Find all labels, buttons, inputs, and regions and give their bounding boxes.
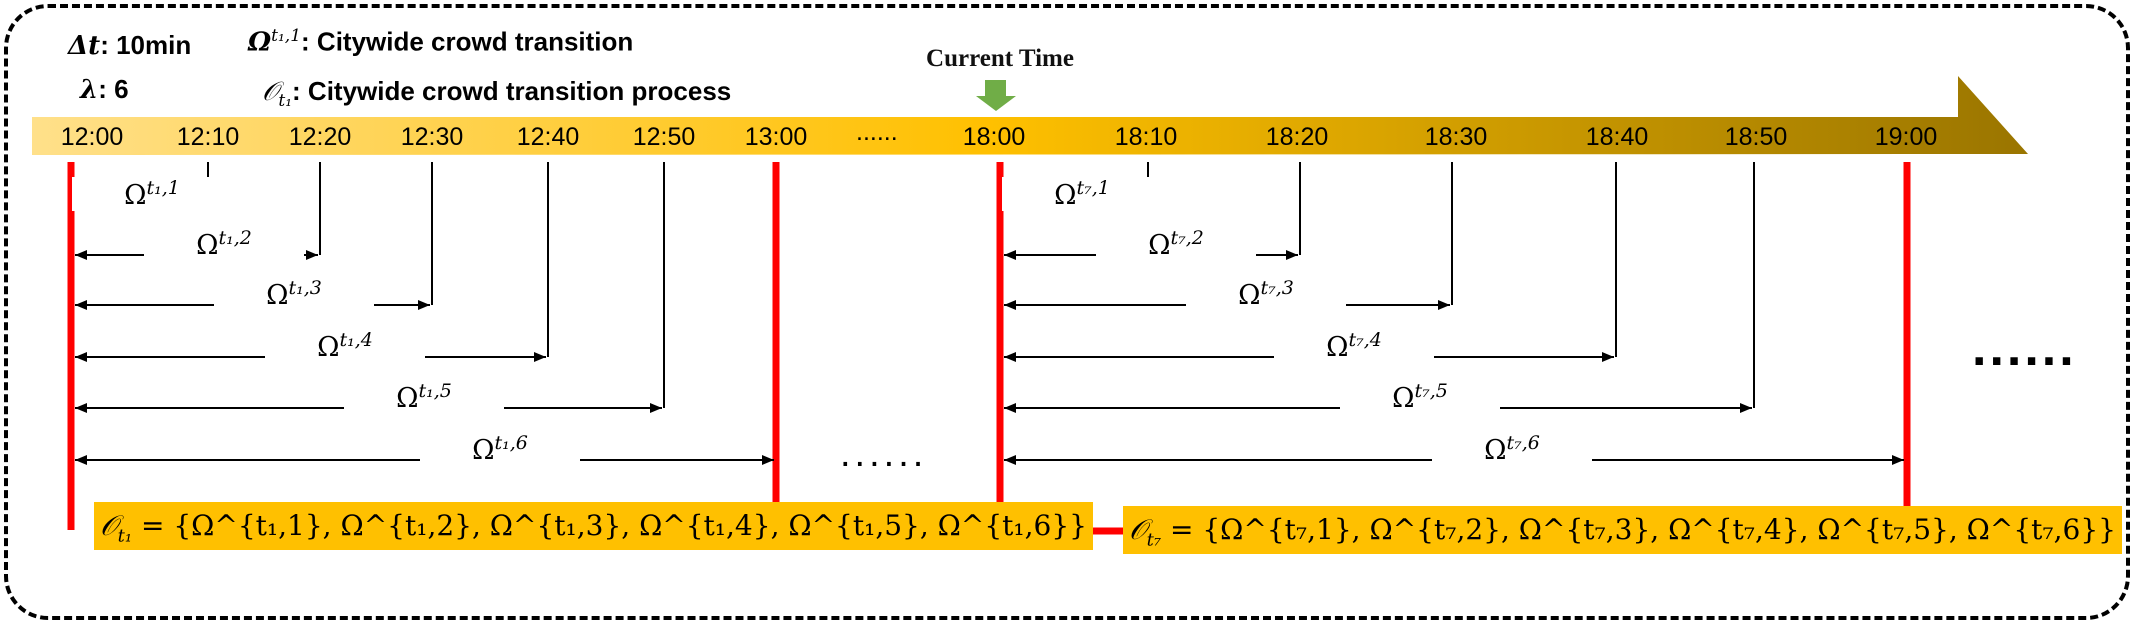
o-symbol: 𝒪 bbox=[262, 77, 279, 107]
omega-symbol: Ω bbox=[1238, 280, 1261, 311]
omega-superscript: t₇,3 bbox=[1260, 277, 1294, 299]
right-ellipsis: ...... bbox=[1972, 319, 2077, 377]
o-text: : Citywide crowd transition process bbox=[292, 76, 732, 106]
right_group-transition-label: Ωt₇,6 bbox=[1432, 432, 1592, 466]
omega-superscript: t₁,6 bbox=[494, 432, 528, 454]
tick-label: 12:30 bbox=[400, 123, 464, 151]
tick-label: 18:30 bbox=[1424, 123, 1488, 151]
left_group-transition-label: Ωt₁,1 bbox=[72, 177, 232, 211]
legend-omega: Ωt₁,1: Citywide crowd transition bbox=[248, 26, 633, 58]
right_group-transition-label: Ωt₇,2 bbox=[1096, 227, 1256, 261]
o-sub: t₁ bbox=[278, 91, 293, 112]
tick-label: 12:00 bbox=[60, 123, 124, 151]
tick-label: 18:50 bbox=[1724, 123, 1788, 151]
omega-symbol: Ω bbox=[248, 27, 272, 58]
omega-superscript: t₁,2 bbox=[218, 227, 252, 249]
tick-label: 12:10 bbox=[176, 123, 240, 151]
right_group-transition-label: Ωt₇,5 bbox=[1340, 380, 1500, 414]
omega-text: : Citywide crowd transition bbox=[301, 26, 634, 57]
current-time-label: Current Time bbox=[926, 45, 1074, 72]
tick-label: 18:20 bbox=[1265, 123, 1329, 151]
left_group-transition-label: Ωt₁,3 bbox=[214, 277, 374, 311]
omega-superscript: t₁,5 bbox=[418, 380, 452, 402]
left-process-symbol: 𝒪 bbox=[100, 509, 118, 542]
current-time-arrow-icon bbox=[976, 80, 1016, 111]
dt-text: : 10min bbox=[100, 30, 192, 60]
omega-symbol: Ω bbox=[1484, 435, 1507, 466]
middle-ellipsis: ...... bbox=[840, 433, 928, 475]
tick-label: 13:00 bbox=[744, 123, 808, 151]
tick-label: 18:10 bbox=[1114, 123, 1178, 151]
left-process-text: = {Ω^{t₁,1}, Ω^{t₁,2}, Ω^{t₁,3}, Ω^{t₁,4… bbox=[141, 509, 1087, 542]
omega-superscript: t₇,6 bbox=[1506, 432, 1540, 454]
right_group-transition-label: Ωt₇,1 bbox=[1002, 177, 1162, 211]
left_group-transition-label: Ωt₁,2 bbox=[144, 227, 304, 261]
left-process-box: 𝒪t₁ = {Ω^{t₁,1}, Ω^{t₁,2}, Ω^{t₁,3}, Ω^{… bbox=[94, 502, 1093, 550]
omega-superscript: t₁,4 bbox=[339, 329, 373, 351]
omega-symbol: Ω bbox=[1148, 230, 1171, 261]
tick-label: 18:00 bbox=[962, 123, 1026, 151]
omega-superscript: t₇,5 bbox=[1414, 380, 1448, 402]
omega-superscript: t₇,2 bbox=[1170, 227, 1204, 249]
lambda-symbol: λ bbox=[80, 75, 99, 105]
lambda-text: : 6 bbox=[98, 74, 129, 104]
tick-label: 19:00 bbox=[1874, 123, 1938, 151]
omega-symbol: Ω bbox=[196, 230, 219, 261]
omega-symbol: Ω bbox=[317, 332, 340, 363]
right-process-box: 𝒪t₇ = {Ω^{t₇,1}, Ω^{t₇,2}, Ω^{t₇,3}, Ω^{… bbox=[1123, 506, 2122, 554]
omega-symbol: Ω bbox=[266, 280, 289, 311]
omega-symbol: Ω bbox=[396, 383, 419, 414]
omega-superscript: t₇,1 bbox=[1076, 177, 1110, 199]
right_group-transition-label: Ωt₇,3 bbox=[1186, 277, 1346, 311]
omega-symbol: Ω bbox=[1054, 180, 1077, 211]
omega-symbol: Ω bbox=[1392, 383, 1415, 414]
left_group-transition-label: Ωt₁,5 bbox=[344, 380, 504, 414]
omega-superscript: t₁,1 bbox=[146, 177, 180, 199]
omega-symbol: Ω bbox=[472, 435, 495, 466]
tick-label: 12:20 bbox=[288, 123, 352, 151]
right_group-transition-label: Ωt₇,4 bbox=[1274, 329, 1434, 363]
legend-process: 𝒪t₁: Citywide crowd transition process bbox=[262, 76, 731, 111]
tick-label: 18:40 bbox=[1585, 123, 1649, 151]
right-process-symbol: 𝒪 bbox=[1129, 513, 1147, 546]
omega-symbol: Ω bbox=[1326, 332, 1349, 363]
right-process-text: = {Ω^{t₇,1}, Ω^{t₇,2}, Ω^{t₇,3}, Ω^{t₇,4… bbox=[1170, 513, 2116, 546]
left_group-transition-label: Ωt₁,4 bbox=[265, 329, 425, 363]
omega-superscript: t₇,4 bbox=[1348, 329, 1382, 351]
dashed-frame bbox=[4, 4, 2130, 620]
dt-symbol: Δt bbox=[68, 31, 101, 61]
left-process-sub: t₁ bbox=[117, 525, 133, 547]
timeline-ellipsis: ...... bbox=[856, 118, 898, 146]
omega-sup: t₁,1 bbox=[271, 26, 302, 46]
tick-label: 12:40 bbox=[516, 123, 580, 151]
legend-dt: Δt: 10min bbox=[68, 30, 191, 61]
right-process-sub: t₇ bbox=[1146, 529, 1162, 551]
timeline-bar bbox=[32, 76, 2028, 155]
left_group-transition-label: Ωt₁,6 bbox=[420, 432, 580, 466]
omega-superscript: t₁,3 bbox=[288, 277, 322, 299]
tick-label: 12:50 bbox=[632, 123, 696, 151]
omega-symbol: Ω bbox=[124, 180, 147, 211]
legend-lambda: λ: 6 bbox=[80, 74, 129, 105]
